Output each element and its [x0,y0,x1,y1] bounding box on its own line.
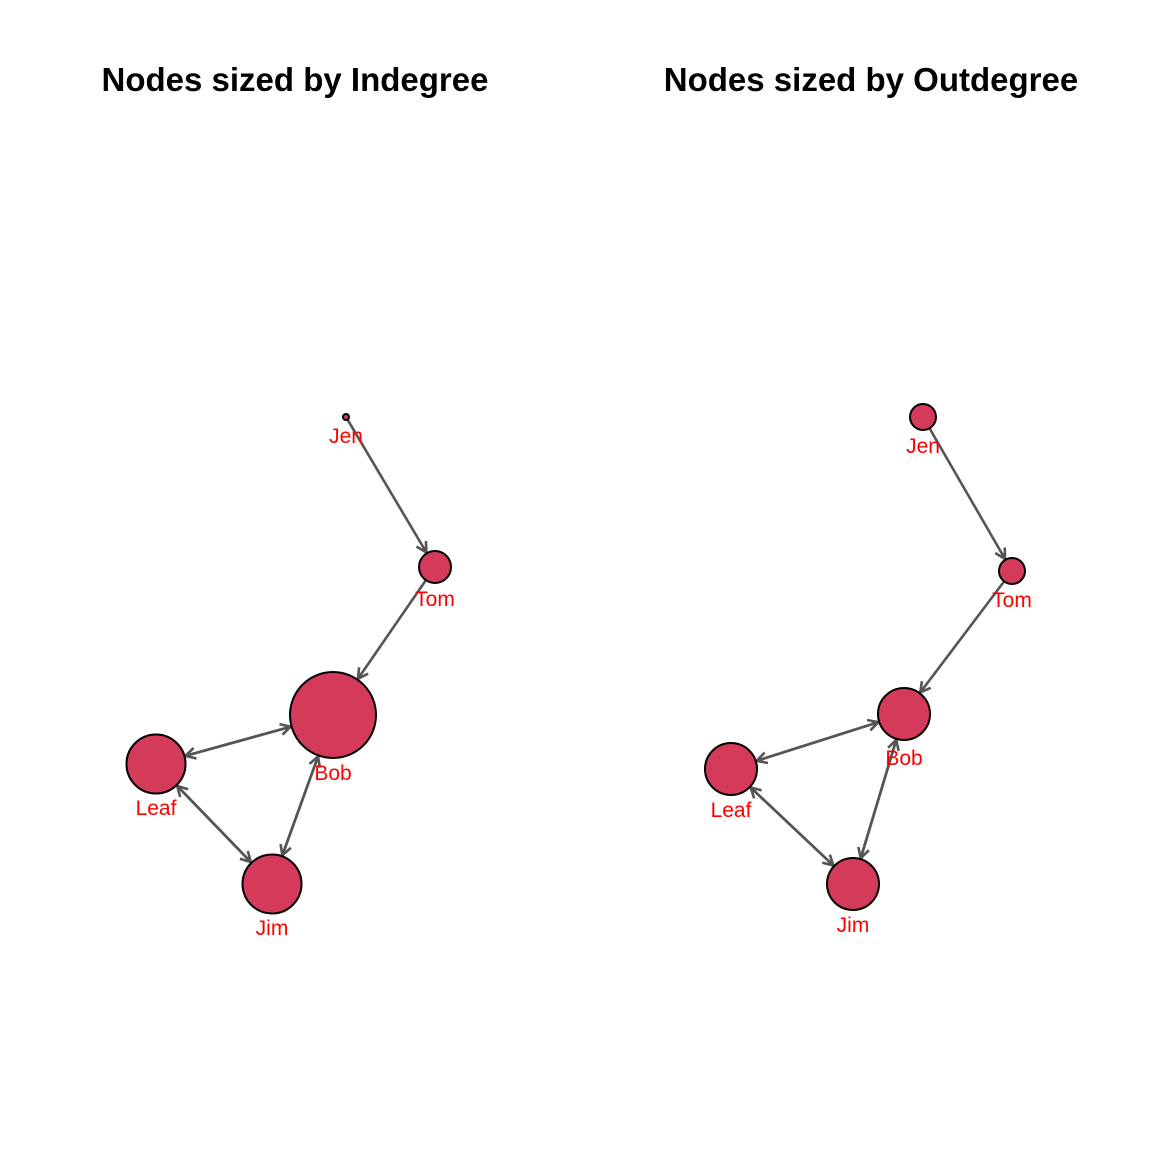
edge-jim-to-leaf [175,783,253,864]
node-tom [998,557,1026,585]
node-leaf [704,742,758,796]
node-tom [418,550,452,584]
node-bob [877,687,931,741]
node-label-leaf: Leaf [136,797,177,820]
edge-jen-to-tom [928,427,1007,562]
panel-title-outdegree: Nodes sized by Outdegree [664,61,1078,98]
node-label-jim: Jim [256,917,289,940]
node-label-leaf: Leaf [711,799,752,822]
node-bob [289,671,377,759]
node-label-tom: Tom [992,589,1032,612]
node-jim [826,857,880,911]
node-label-jim: Jim [837,914,870,937]
edge-leaf-to-bob [755,718,881,763]
edges [175,418,428,865]
node-label-jen: Jen [906,435,940,458]
node-label-bob: Bob [314,762,351,785]
node-jen [909,403,937,431]
edge-jim-to-leaf [748,785,835,868]
node-label-jen: Jen [329,425,363,448]
node-label-tom: Tom [415,588,455,611]
panel-title-indegree: Nodes sized by Indegree [102,61,489,98]
node-jim [241,853,303,915]
node-label-bob: Bob [885,747,922,770]
edge-leaf-to-bob [184,722,294,758]
node-jen [342,413,350,421]
edge-tom-to-bob [918,580,1006,695]
node-leaf [125,733,187,795]
edges [748,427,1007,868]
edge-jim-to-bob [280,753,322,857]
